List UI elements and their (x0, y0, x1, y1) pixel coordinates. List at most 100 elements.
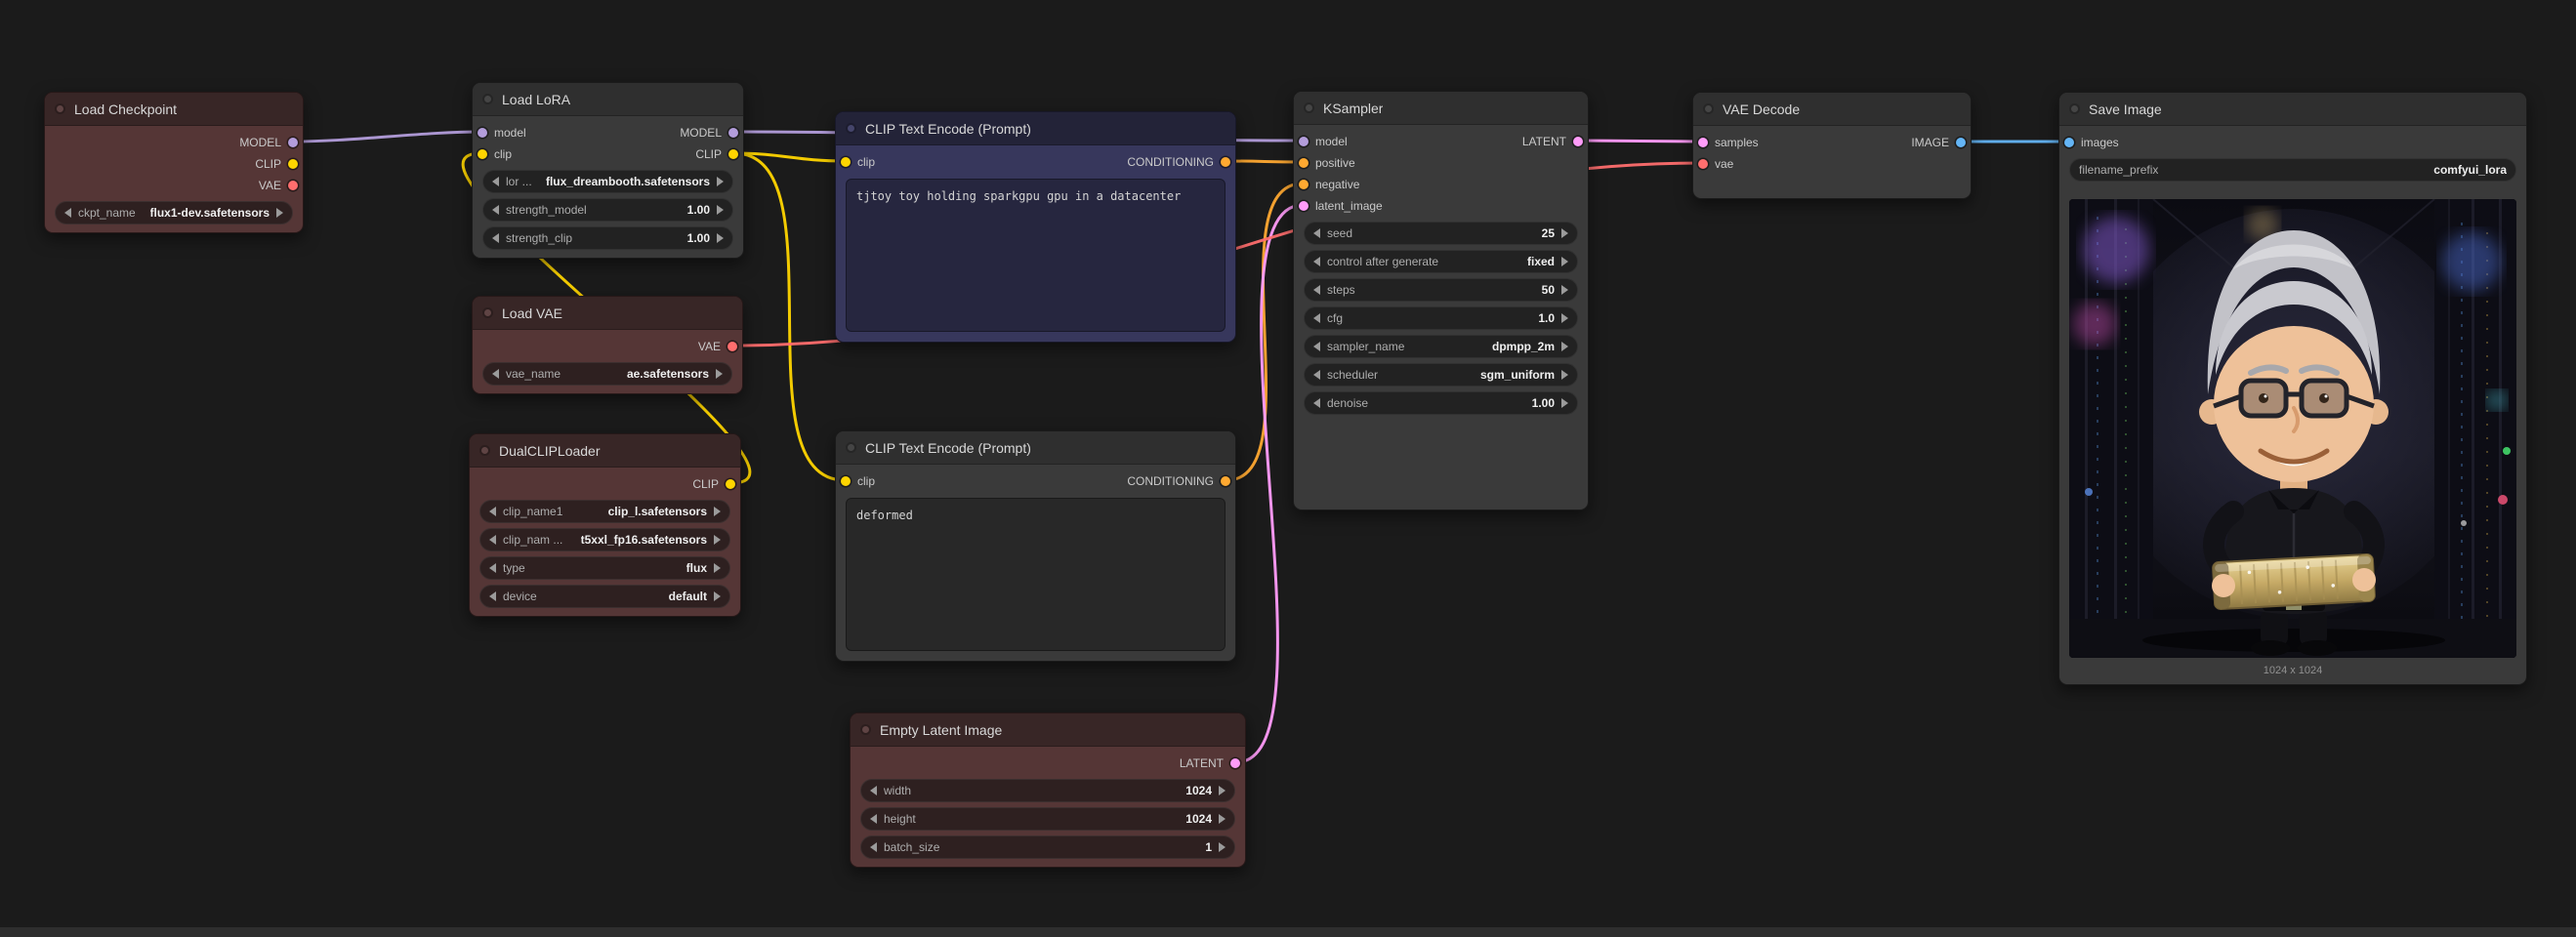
node-header[interactable]: Save Image (2059, 93, 2526, 126)
decrement-arrow-icon[interactable] (489, 535, 496, 545)
node-load-checkpoint[interactable]: Load Checkpoint MODEL CLIP VAE (44, 92, 304, 233)
input-port-conditioning-icon[interactable] (1299, 180, 1309, 189)
decrement-arrow-icon[interactable] (870, 786, 877, 795)
output-port-clip-icon[interactable] (728, 149, 738, 159)
node-dual-clip-loader[interactable]: DualCLIPLoader CLIP clip_name1 clip_l.sa… (469, 433, 741, 617)
widget-device[interactable]: device default (479, 585, 730, 608)
increment-arrow-icon[interactable] (716, 369, 723, 379)
node-vae-decode[interactable]: VAE Decode samples IMAGE vae (1692, 92, 1972, 199)
prompt-text-input[interactable]: deformed (846, 498, 1226, 651)
collapse-toggle-icon[interactable] (479, 445, 490, 456)
input-port-latent-icon[interactable] (1698, 138, 1708, 147)
wire-conditioning-positive-to-ksampler[interactable] (1226, 161, 1303, 162)
output-slot-latent[interactable]: LATENT (1180, 756, 1240, 770)
widget-denoise[interactable]: denoise 1.00 (1304, 391, 1578, 415)
increment-arrow-icon[interactable] (1561, 370, 1568, 380)
input-slot-model[interactable]: model (1299, 135, 1348, 148)
increment-arrow-icon[interactable] (717, 205, 724, 215)
wire-conditioning-negative-to-ksampler[interactable] (1226, 183, 1303, 480)
decrement-arrow-icon[interactable] (1313, 313, 1320, 323)
widget-strength-clip[interactable]: strength_clip 1.00 (482, 226, 733, 250)
input-port-latent-icon[interactable] (1299, 201, 1309, 211)
widget-lora-name[interactable]: lor ... flux_dreambooth.safetensors (482, 170, 733, 193)
decrement-arrow-icon[interactable] (1313, 342, 1320, 351)
decrement-arrow-icon[interactable] (1313, 285, 1320, 295)
output-port-conditioning-icon[interactable] (1221, 476, 1230, 486)
node-empty-latent-image[interactable]: Empty Latent Image LATENT width 1024 hei… (850, 713, 1246, 868)
collapse-toggle-icon[interactable] (846, 442, 856, 453)
input-port-model-icon[interactable] (1299, 137, 1309, 146)
input-port-model-icon[interactable] (478, 128, 487, 138)
output-port-latent-icon[interactable] (1573, 137, 1583, 146)
node-header[interactable]: Empty Latent Image (851, 713, 1245, 747)
widget-height[interactable]: height 1024 (860, 807, 1235, 831)
output-slot-conditioning[interactable]: CONDITIONING (1127, 474, 1230, 488)
collapse-toggle-icon[interactable] (482, 94, 493, 104)
increment-arrow-icon[interactable] (714, 507, 721, 516)
input-slot-vae[interactable]: vae (1698, 157, 1733, 171)
widget-batch-size[interactable]: batch_size 1 (860, 835, 1235, 859)
input-port-image-icon[interactable] (2064, 138, 2074, 147)
decrement-arrow-icon[interactable] (492, 205, 499, 215)
increment-arrow-icon[interactable] (1219, 814, 1226, 824)
widget-seed[interactable]: seed 25 (1304, 222, 1578, 245)
decrement-arrow-icon[interactable] (1313, 370, 1320, 380)
widget-ckpt-name[interactable]: ckpt_name flux1-dev.safetensors (55, 201, 293, 224)
output-port-clip-icon[interactable] (288, 159, 298, 169)
increment-arrow-icon[interactable] (1561, 228, 1568, 238)
output-port-vae-icon[interactable] (727, 342, 737, 351)
widget-type[interactable]: type flux (479, 556, 730, 580)
node-header[interactable]: Load LoRA (473, 83, 743, 116)
widget-width[interactable]: width 1024 (860, 779, 1235, 802)
increment-arrow-icon[interactable] (714, 535, 721, 545)
output-slot-latent[interactable]: LATENT (1522, 135, 1583, 148)
decrement-arrow-icon[interactable] (64, 208, 71, 218)
increment-arrow-icon[interactable] (714, 563, 721, 573)
increment-arrow-icon[interactable] (276, 208, 283, 218)
node-load-lora[interactable]: Load LoRA model MODEL clip CLIP (472, 82, 744, 259)
generated-image-preview[interactable] (2069, 199, 2516, 658)
increment-arrow-icon[interactable] (717, 177, 724, 186)
decrement-arrow-icon[interactable] (489, 591, 496, 601)
output-slot-clip[interactable]: CLIP (695, 147, 738, 161)
increment-arrow-icon[interactable] (1561, 313, 1568, 323)
increment-arrow-icon[interactable] (1561, 342, 1568, 351)
collapse-toggle-icon[interactable] (2069, 103, 2080, 114)
increment-arrow-icon[interactable] (1219, 786, 1226, 795)
widget-clip-name2[interactable]: clip_nam ... t5xxl_fp16.safetensors (479, 528, 730, 551)
widget-sampler-name[interactable]: sampler_name dpmpp_2m (1304, 335, 1578, 358)
widget-steps[interactable]: steps 50 (1304, 278, 1578, 302)
output-port-model-icon[interactable] (288, 138, 298, 147)
output-port-image-icon[interactable] (1956, 138, 1966, 147)
generated-image[interactable] (2069, 199, 2516, 658)
wire-clip-lora-to-negative-prompt[interactable] (734, 153, 845, 480)
output-slot-vae[interactable]: VAE (698, 340, 737, 353)
node-header[interactable]: CLIP Text Encode (Prompt) (836, 431, 1235, 465)
decrement-arrow-icon[interactable] (492, 233, 499, 243)
widget-control-after-generate[interactable]: control after generate fixed (1304, 250, 1578, 273)
node-save-image[interactable]: Save Image images filename_prefix comfyu… (2058, 92, 2527, 685)
collapse-toggle-icon[interactable] (846, 123, 856, 134)
output-slot-clip[interactable]: CLIP (255, 157, 298, 171)
decrement-arrow-icon[interactable] (870, 842, 877, 852)
collapse-toggle-icon[interactable] (1304, 102, 1314, 113)
input-slot-images[interactable]: images (2064, 136, 2119, 149)
node-load-vae[interactable]: Load VAE VAE vae_name ae.safetensors (472, 296, 743, 394)
decrement-arrow-icon[interactable] (870, 814, 877, 824)
input-slot-negative[interactable]: negative (1299, 178, 1359, 191)
widget-vae-name[interactable]: vae_name ae.safetensors (482, 362, 732, 386)
node-header[interactable]: KSampler (1294, 92, 1588, 125)
collapse-toggle-icon[interactable] (1703, 103, 1714, 114)
input-slot-positive[interactable]: positive (1299, 156, 1355, 170)
decrement-arrow-icon[interactable] (489, 563, 496, 573)
widget-cfg[interactable]: cfg 1.0 (1304, 306, 1578, 330)
wire-model-checkpoint-to-lora[interactable] (294, 132, 481, 142)
increment-arrow-icon[interactable] (1561, 257, 1568, 266)
input-port-clip-icon[interactable] (478, 149, 487, 159)
collapse-toggle-icon[interactable] (482, 307, 493, 318)
output-port-clip-icon[interactable] (726, 479, 735, 489)
increment-arrow-icon[interactable] (1561, 398, 1568, 408)
input-slot-clip[interactable]: clip (478, 147, 512, 161)
node-header[interactable]: VAE Decode (1693, 93, 1971, 126)
